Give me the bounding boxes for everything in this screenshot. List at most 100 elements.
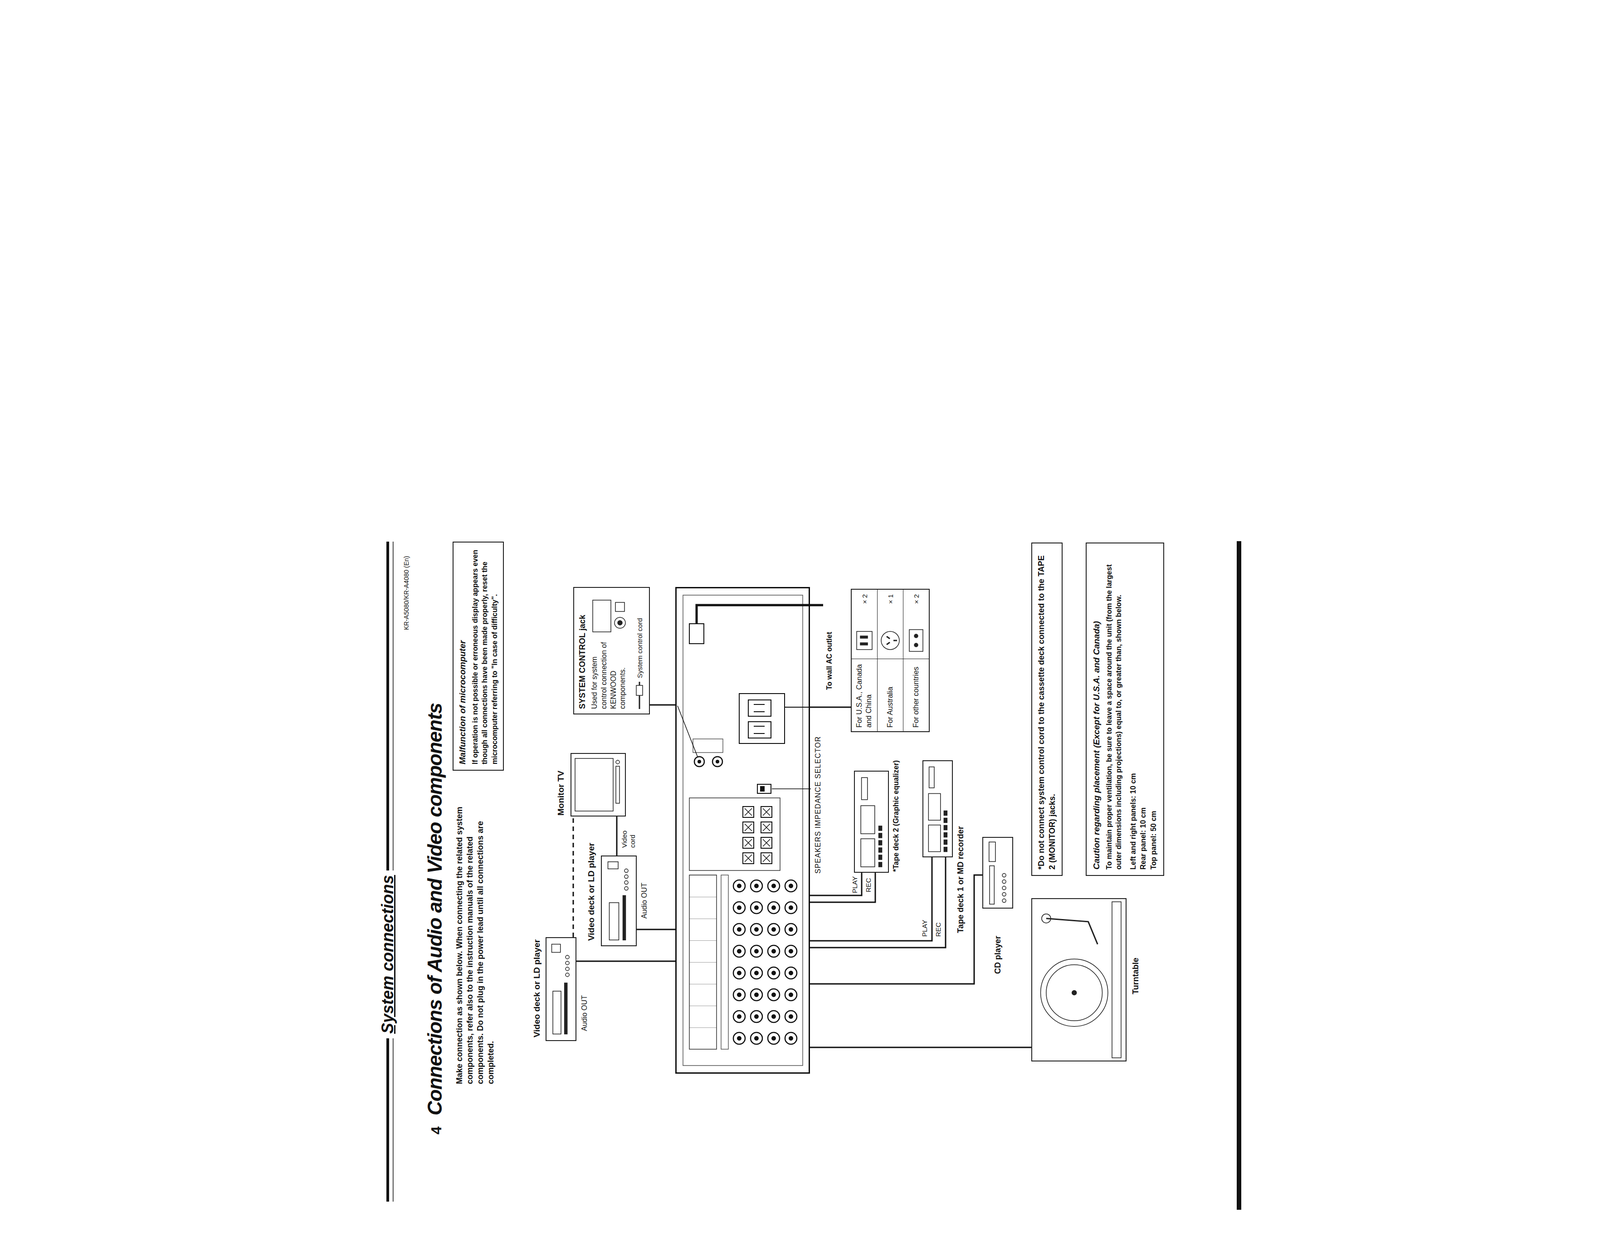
callout-row: System control cord	[633, 592, 646, 709]
system-control-jack	[712, 756, 723, 767]
cassette-window	[860, 805, 875, 834]
section-header: System connections	[378, 870, 398, 1039]
callout-text: Used for system control connection of KE…	[590, 640, 628, 709]
node-text: To maintain proper ventilation, be sure …	[1104, 548, 1124, 870]
note-box: Malfunction of microcomputerIf operation…	[452, 541, 504, 771]
audio-cable	[809, 706, 851, 708]
plug-symbol	[853, 622, 876, 659]
impedance-selector	[757, 784, 771, 794]
button	[1002, 892, 1006, 897]
display-window	[609, 902, 620, 940]
jack-label-strip	[689, 874, 717, 1049]
turntable-drawing	[1032, 898, 1126, 1061]
node-label: Malfunction of microcomputer	[457, 547, 469, 765]
jack-label: Audio OUT	[640, 882, 649, 919]
node-label: *Do not connect system control cord to t…	[1035, 548, 1059, 870]
button	[878, 840, 883, 845]
cd-player: CD player	[982, 836, 1014, 909]
cable-label: REC	[864, 877, 873, 893]
button	[878, 847, 883, 853]
audio-cable	[576, 960, 676, 962]
table-cell: × 2	[860, 589, 869, 604]
jack-center	[617, 620, 623, 625]
receiver-rear-panel: SPEAKERS IMPEDANCE SELECTOR	[675, 586, 810, 1074]
power-button	[615, 760, 620, 764]
plug-symbol	[904, 622, 928, 659]
leader-line	[771, 788, 811, 790]
cord-label: System control cord	[635, 617, 644, 679]
video-deck: Video deck or LD player	[545, 936, 577, 1041]
audio-cable	[809, 1046, 1032, 1049]
node-label: Monitor TV	[556, 770, 566, 816]
button	[943, 825, 947, 830]
control-panel	[551, 944, 561, 953]
button	[624, 868, 629, 873]
audio-cable	[649, 704, 676, 706]
button	[624, 880, 629, 885]
button	[565, 966, 570, 971]
button	[943, 839, 947, 845]
tape-slot	[623, 895, 626, 940]
tonearm	[1046, 918, 1098, 945]
disc-tray	[989, 865, 995, 905]
callout-row: Used for system control connection of KE…	[590, 592, 631, 709]
plug-tip	[639, 681, 641, 686]
plug-symbol	[633, 681, 646, 709]
audio-cable	[616, 816, 618, 856]
cassette-window	[860, 838, 875, 867]
plug-slot	[886, 636, 890, 639]
button	[1002, 879, 1006, 884]
button	[1002, 898, 1006, 903]
cord-label: To wall AC outlet	[825, 631, 834, 690]
plug-face	[856, 631, 873, 650]
button	[624, 886, 629, 891]
button	[878, 825, 883, 831]
outlet-housing	[739, 693, 785, 744]
cd-player-drawing	[983, 837, 1013, 908]
page-edge-bar	[1236, 541, 1242, 1210]
button	[565, 972, 570, 977]
table-row: For other countries× 2	[903, 589, 929, 732]
callout-box: SYSTEM CONTROL jackUsed for system contr…	[573, 586, 650, 715]
node-text: Top panel: 50 cm	[1148, 548, 1159, 870]
table-cell: For U.S.A., Canada and China	[851, 658, 878, 732]
button	[565, 955, 570, 959]
node-label: SPEAKERS IMPEDANCE SELECTOR	[814, 736, 823, 874]
button	[1002, 873, 1006, 878]
selector-knob	[760, 785, 765, 792]
tape-deck-drawing	[854, 771, 888, 872]
jack-label-plate	[692, 738, 723, 753]
cassette-window	[928, 793, 941, 820]
leader-line	[784, 706, 810, 708]
button	[878, 833, 883, 838]
control-strip	[615, 765, 620, 804]
video-deck: Video deck or LD player	[600, 855, 637, 947]
display	[929, 766, 935, 788]
cassette-window	[928, 824, 941, 852]
power-cord	[696, 604, 824, 624]
tape-slot	[564, 982, 568, 1035]
plug-slot	[860, 642, 868, 645]
note-box: *Do not connect system control cord to t…	[1031, 542, 1063, 876]
jack-panel	[592, 600, 611, 632]
tape-deck-drawing	[923, 760, 952, 857]
page-title: Connections of Audio and Video component…	[423, 702, 447, 1116]
power-socket	[689, 623, 704, 644]
button	[565, 960, 570, 965]
spindle	[1072, 990, 1077, 995]
speaker-terminal-grid	[739, 804, 776, 866]
callout-title: SYSTEM CONTROL jack	[577, 592, 588, 709]
jack	[614, 617, 626, 629]
button	[1002, 886, 1006, 890]
video-deck-drawing	[601, 856, 636, 946]
callout-leader	[677, 705, 698, 757]
control-panel	[608, 861, 619, 869]
node-text: Rear panel: 10 cm	[1138, 548, 1149, 870]
audio-cable	[809, 857, 932, 941]
button	[624, 874, 629, 879]
screen	[575, 758, 614, 811]
audio-cable	[809, 872, 876, 903]
ac-outlet	[748, 721, 771, 738]
table-cell: × 1	[886, 589, 895, 604]
node-label: CD player	[993, 935, 1003, 974]
